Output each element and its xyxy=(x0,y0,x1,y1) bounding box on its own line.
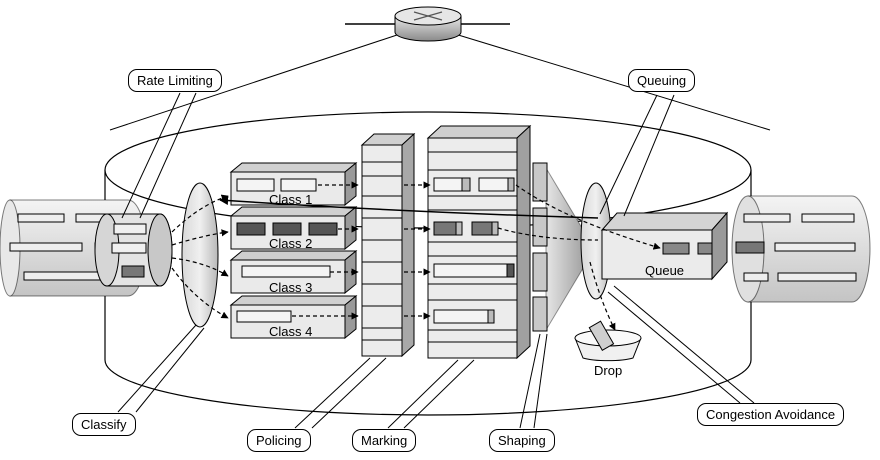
queue-box xyxy=(600,211,729,281)
callout-leaders xyxy=(117,92,755,429)
class-3-label: Class 3 xyxy=(269,280,313,295)
marking-label: Marking xyxy=(352,429,417,452)
rate-limiting-feedback-arrow xyxy=(219,196,599,219)
drop-bucket xyxy=(574,320,642,362)
drop-label: Drop xyxy=(594,363,623,378)
marking-block xyxy=(426,124,532,360)
class-4-box xyxy=(229,294,358,340)
queuing-label: Queuing xyxy=(628,69,696,92)
class-4-label: Class 4 xyxy=(269,324,313,339)
class-1-label: Class 1 xyxy=(269,192,313,207)
queue-label: Queue xyxy=(645,263,685,278)
flow-arrows xyxy=(171,181,661,331)
classify-label: Classify xyxy=(72,413,136,436)
class-2-label: Class 2 xyxy=(269,236,313,251)
class-3-box xyxy=(229,249,358,295)
congestion-avoidance-label: Congestion Avoidance xyxy=(697,403,845,426)
rate-limiting-label: Rate Limiting xyxy=(128,69,222,92)
classifier-cylinder xyxy=(94,213,173,287)
class-2-box xyxy=(229,205,358,251)
shaping-funnel xyxy=(532,162,589,332)
class-1-box xyxy=(229,161,358,207)
router-icon xyxy=(394,6,462,42)
output-pipe xyxy=(731,195,871,303)
policing-label: Policing xyxy=(247,429,311,452)
policing-column xyxy=(360,132,416,358)
shaping-label: Shaping xyxy=(489,429,555,452)
class-boxes xyxy=(229,161,358,340)
classify-disc xyxy=(181,182,219,328)
